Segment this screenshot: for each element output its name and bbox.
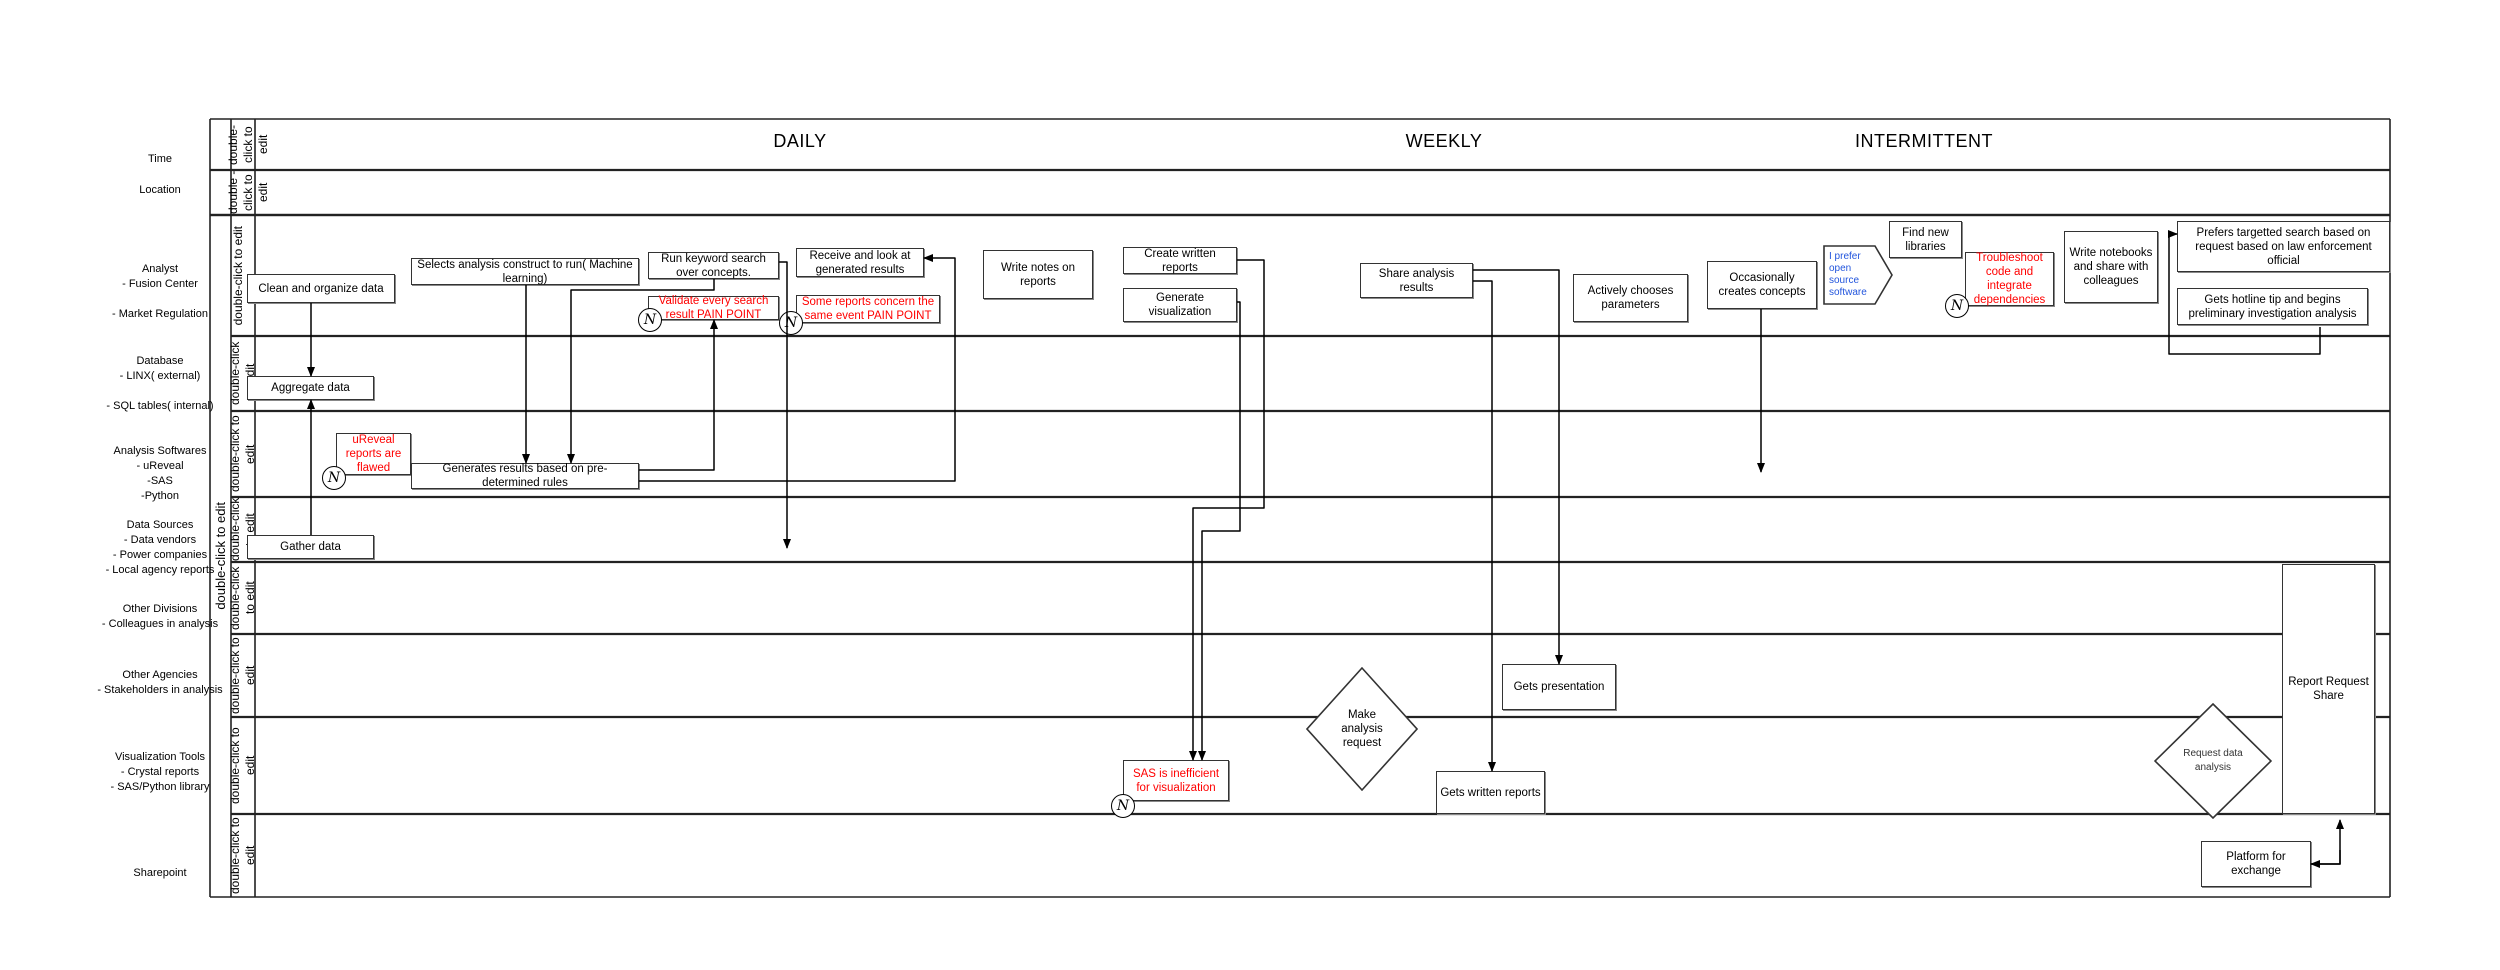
connector-viz-to-sas[interactable] [1198, 301, 1241, 761]
node-text: Generate visualization [1148, 292, 1212, 318]
node-text: Request data analysis [2183, 748, 2243, 773]
pentagon-shape [1823, 245, 1893, 305]
node-write-notes[interactable]: Write notes on reports [983, 250, 1093, 299]
node-text: uReveal reports are flawed [345, 434, 402, 474]
connector-generates-to-validate[interactable] [639, 319, 718, 471]
note-marker-icon[interactable]: N [638, 308, 662, 332]
node-sas[interactable]: SAS is inefficient for visualization [1123, 760, 1229, 801]
node-presentation[interactable]: Gets presentation [1502, 664, 1616, 710]
note-marker-icon[interactable]: N [779, 311, 803, 335]
node-text: Write notebooks and share with colleague… [2069, 247, 2153, 287]
node-text: Gather data [280, 541, 341, 553]
node-some-reports[interactable]: Some reports concern the same event PAIN… [796, 295, 940, 323]
connector-platform-to-report[interactable] [2311, 819, 2344, 865]
node-prefers-targetted[interactable]: Prefers targetted search based on reques… [2177, 221, 2390, 272]
node-text: Troubleshoot code and integrate dependen… [1973, 252, 2046, 306]
node-text: Generates results based on pre-determine… [442, 463, 608, 489]
diamond-shape [1306, 667, 1418, 791]
node-text: Create written reports [1144, 247, 1216, 274]
node-actively[interactable]: Actively chooses parameters [1573, 274, 1688, 322]
note-marker-icon[interactable]: N [1945, 294, 1969, 318]
connector-share-to-written-reports[interactable] [1473, 280, 1496, 772]
node-text: Selects analysis construct to run( Machi… [417, 258, 633, 285]
node-text: Report Request Share [2288, 676, 2369, 702]
node-platform[interactable]: Platform for exchange [2201, 841, 2311, 887]
connector-keyword-to-generates[interactable] [567, 279, 715, 464]
side-label: Other Divisions - Colleagues in analysis [101, 603, 219, 630]
node-troubleshoot[interactable]: Troubleshoot code and integrate dependen… [1965, 252, 2054, 306]
connector-report-to-platform[interactable] [2310, 850, 2341, 868]
node-validate[interactable]: Validate every search result PAIN POINT [648, 295, 779, 321]
side-label: Database - LINX( external) - SQL tables(… [106, 355, 214, 412]
node-text: Gets presentation [1513, 681, 1605, 693]
node-text: Share analysis results [1378, 267, 1455, 294]
node-receive[interactable]: Receive and look at generated results [796, 248, 924, 277]
node-text: Run keyword search over concepts. [661, 252, 766, 279]
column-header-daily: DAILY [773, 131, 827, 151]
connector-keyword-down[interactable] [779, 261, 791, 549]
connector-share-to-presentation[interactable] [1473, 269, 1563, 665]
node-find-libs[interactable]: Find new libraries [1889, 221, 1962, 258]
node-text: Gets written reports [1440, 786, 1541, 799]
node-occasionally[interactable]: Occasionally creates concepts [1707, 261, 1817, 309]
node-text: Prefers targetted search based on reques… [2195, 226, 2372, 267]
side-label: Visualization Tools - Crystal reports - … [110, 751, 210, 793]
side-label: Location [139, 184, 181, 196]
node-text: Receive and look at generated results [809, 249, 911, 276]
node-prefer-open[interactable]: I prefer open source software [1823, 245, 1893, 305]
node-hotline[interactable]: Gets hotline tip and begins preliminary … [2177, 288, 2368, 325]
node-report-share[interactable]: Report Request Share [2282, 564, 2375, 814]
node-clean[interactable]: Clean and organize data [247, 274, 395, 303]
node-text: Make analysis request [1341, 709, 1383, 749]
node-text: Gets hotline tip and begins preliminary … [2188, 293, 2357, 320]
node-generates[interactable]: Generates results based on pre-determine… [411, 463, 639, 489]
column-header-intermittent: INTERMITTENT [1855, 131, 1993, 151]
node-text: Some reports concern the same event PAIN… [801, 296, 935, 322]
node-text: Clean and organize data [258, 282, 384, 295]
side-label: Sharepoint [133, 867, 187, 879]
side-label: Analyst - Fusion Center - Market Regulat… [112, 263, 208, 320]
note-marker-icon[interactable]: N [322, 466, 346, 490]
node-notebooks[interactable]: Write notebooks and share with colleague… [2064, 231, 2158, 303]
side-label: Time [147, 153, 173, 165]
node-text: Find new libraries [1902, 226, 1949, 253]
node-text: Platform for exchange [2226, 851, 2286, 877]
node-make-request[interactable]: Make analysis request [1306, 667, 1418, 791]
node-text: Aggregate data [271, 382, 350, 394]
connector-generates-to-receive[interactable] [639, 254, 956, 482]
node-selects[interactable]: Selects analysis construct to run( Machi… [411, 258, 639, 285]
diamond-shape [2154, 703, 2272, 819]
side-label: Analysis Softwares - uReveal -SAS -Pytho… [113, 445, 207, 502]
node-text: I prefer open source software [1829, 251, 1867, 298]
node-text: Write notes on reports [1001, 261, 1075, 288]
node-text: Occasionally creates concepts [1718, 272, 1806, 298]
connector-reports-to-sas[interactable] [1189, 259, 1265, 761]
side-label: Other Agencies - Stakeholders in analysi… [97, 669, 223, 696]
node-create-reports[interactable]: Create written reports [1123, 247, 1237, 274]
connector-hotline-to-prefers[interactable] [2168, 230, 2321, 355]
column-header-weekly: WEEKLY [1405, 131, 1483, 151]
side-label: Data Sources - Data vendors - Power comp… [105, 519, 215, 576]
node-text: SAS is inefficient for visualization [1132, 767, 1220, 794]
node-gen-viz[interactable]: Generate visualization [1123, 288, 1237, 322]
node-gather[interactable]: Gather data [247, 535, 374, 559]
node-request-data[interactable]: Request data analysis [2154, 703, 2272, 819]
node-keyword[interactable]: Run keyword search over concepts. [648, 252, 779, 279]
node-ureveal[interactable]: uReveal reports are flawed [336, 433, 411, 475]
note-marker-icon[interactable]: N [1111, 794, 1135, 818]
node-share-results[interactable]: Share analysis results [1360, 263, 1473, 298]
node-text: Actively chooses parameters [1587, 285, 1674, 311]
node-text: Validate every search result PAIN POINT [658, 295, 769, 321]
